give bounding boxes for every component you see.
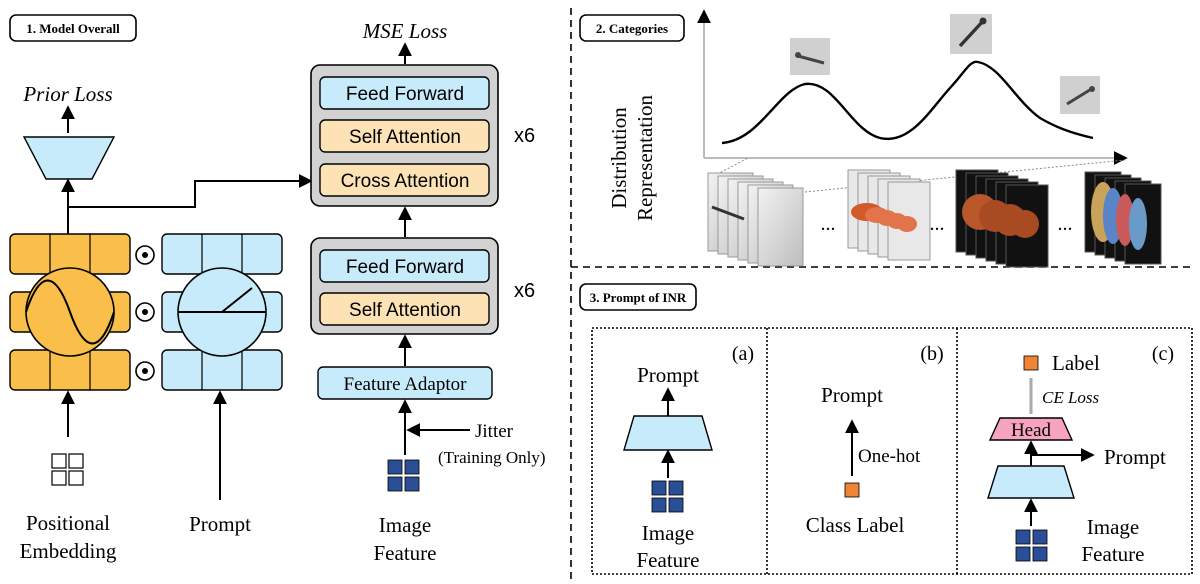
panel-prompt-of-inr: 3. Prompt of INR (a) Prompt Image Featur… <box>579 283 1193 575</box>
panel3-title: 3. Prompt of INR <box>590 290 687 305</box>
image-feature-label-2: Feature <box>374 541 437 565</box>
frame-stack-screws <box>707 172 804 267</box>
lower-transformer-block: Feed Forward Self Attention <box>310 237 499 335</box>
feature-adaptor <box>317 366 493 400</box>
option-c-prompt: Prompt <box>1104 445 1166 469</box>
panel1-title-box <box>9 14 137 42</box>
prompt-options-frame <box>591 327 1193 575</box>
option-c-label-icon <box>1023 355 1039 371</box>
upper-feed-forward <box>319 76 490 110</box>
panel-model-overall: 1. Model Overall Prior Loss <box>9 14 546 565</box>
positional-embedding-grid-icon <box>51 453 84 486</box>
option-c-image-feature-icon <box>1015 529 1048 562</box>
option-a-feature-label: Feature <box>637 548 700 572</box>
screw-thumbnail-3 <box>1060 76 1100 114</box>
option-b: (b) Prompt One-hot Class Label <box>806 343 944 537</box>
training-only-label: (Training Only) <box>438 448 546 467</box>
option-b-tag: (b) <box>920 343 943 365</box>
upper-repeat-label: x6 <box>514 125 535 147</box>
option-c-label: Label <box>1052 351 1100 375</box>
lower-feed-forward-label: Feed Forward <box>346 257 464 278</box>
option-b-class-label: Class Label <box>806 513 905 537</box>
upper-transformer-block: Feed Forward Self Attention Cross Attent… <box>310 64 499 207</box>
panel2-title: 2. Categories <box>596 21 668 36</box>
jitter-label: Jitter <box>475 421 514 442</box>
cross-attention <box>319 163 490 197</box>
lower-self-attention-label: Self Attention <box>349 300 461 321</box>
option-a: (a) Prompt Image Feature <box>623 343 754 572</box>
option-b-prompt: Prompt <box>821 383 883 407</box>
option-a-prompt: Prompt <box>637 363 699 387</box>
option-b-one-hot: One-hot <box>858 446 921 467</box>
panel2-title-box <box>579 14 685 42</box>
ylabel-distribution: Distribution <box>607 107 631 209</box>
panel1-title: 1. Model Overall <box>26 21 120 36</box>
screw-thumbnail-1 <box>790 38 830 75</box>
option-c-encoder <box>987 465 1075 499</box>
option-a-tag: (a) <box>732 343 754 365</box>
positional-embedding-stack <box>9 233 131 391</box>
upper-self-attention-label: Self Attention <box>349 127 461 148</box>
positional-label-1: Positional <box>26 511 110 535</box>
lower-self-attention <box>319 292 490 326</box>
option-c-head <box>988 417 1074 441</box>
distribution-curve <box>721 60 1094 145</box>
elementwise-product-icons <box>135 245 155 381</box>
ellipsis-1: ... <box>821 213 836 235</box>
frame-stack-grid <box>1084 171 1162 265</box>
ylabel-representation: Representation <box>633 95 657 221</box>
positional-label-2: Embedding <box>20 539 117 563</box>
frame-stack-capsules <box>847 169 931 261</box>
option-a-image-label: Image <box>642 521 694 545</box>
option-a-image-feature-icon <box>651 480 684 513</box>
screw-thumbnail-2 <box>950 14 992 54</box>
cross-attention-connector <box>68 174 313 208</box>
panel-categories: 2. Categories Distribution Representatio… <box>579 9 1162 268</box>
ellipsis-2: ... <box>930 213 945 235</box>
option-b-class-icon <box>844 482 860 498</box>
prompt-input-label: Prompt <box>189 512 251 536</box>
cross-attention-label: Cross Attention <box>341 171 470 192</box>
panel3-title-box <box>579 283 697 311</box>
image-feature-label-1: Image <box>379 513 431 537</box>
ellipsis-3: ... <box>1058 213 1073 235</box>
prompt-stack <box>161 233 283 391</box>
option-c-tag: (c) <box>1152 343 1174 365</box>
lower-repeat-label: x6 <box>514 280 535 302</box>
frame-stack-hazelnuts <box>955 169 1049 268</box>
upper-self-attention <box>319 119 490 153</box>
mse-loss-label: MSE Loss <box>362 19 448 43</box>
upper-feed-forward-label: Feed Forward <box>346 84 464 105</box>
lower-feed-forward <box>319 249 490 283</box>
prior-loss-label: Prior Loss <box>22 82 112 106</box>
option-c-head-label: Head <box>1011 420 1052 441</box>
option-c-ce-loss: CE Loss <box>1042 388 1100 407</box>
option-a-encoder <box>623 415 713 451</box>
option-c-feature-label: Feature <box>1082 542 1145 566</box>
option-c-image-label: Image <box>1087 515 1139 539</box>
image-feature-grid-icon <box>387 459 420 492</box>
option-c: (c) Label CE Loss Head Prompt Image Feat… <box>987 343 1174 566</box>
prior-projection-head <box>22 136 116 180</box>
feature-adaptor-label: Feature Adaptor <box>344 374 468 395</box>
